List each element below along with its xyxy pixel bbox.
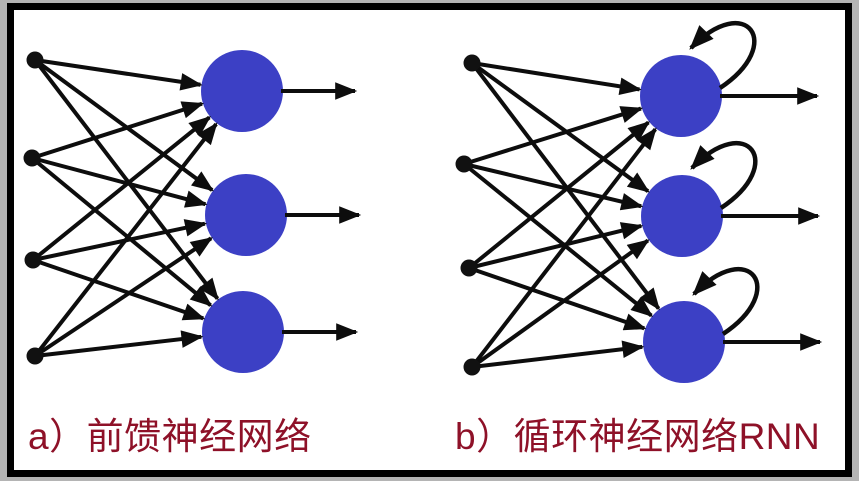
connection-arrow: [31, 156, 208, 208]
connection-arrow: [470, 127, 657, 369]
connection-arrow: [33, 236, 213, 358]
connection-arrow: [34, 330, 204, 358]
self-loop-arrow: [690, 141, 758, 210]
neuron-node: [640, 55, 722, 137]
connection-arrow: [463, 162, 644, 211]
connection-arrow: [471, 61, 642, 96]
connection-arrow: [462, 162, 654, 318]
connection-arrow: [470, 61, 661, 311]
connection-arrow: [31, 101, 205, 160]
neuron-node: [202, 291, 284, 373]
connection-arrow: [467, 120, 651, 270]
neuron-node: [205, 174, 287, 256]
panel-a-graph: [23, 50, 362, 373]
neuron-node: [201, 50, 283, 132]
input-dot: [463, 54, 481, 72]
connection-arrow: [463, 106, 644, 166]
connection-arrow: [470, 61, 650, 193]
connection-arrow: [468, 222, 644, 270]
connection-arrow: [470, 238, 650, 369]
caption-panel-a: a）前馈神经网络: [28, 416, 312, 457]
input-dot: [24, 251, 42, 269]
input-dot: [463, 358, 481, 376]
neuron-node: [643, 301, 725, 383]
connection-arrow: [32, 219, 208, 262]
self-loop-arrow: [692, 267, 760, 336]
connection-arrow: [468, 266, 647, 331]
input-dot: [455, 155, 473, 173]
connection-arrow: [32, 258, 206, 321]
neuron-node: [641, 175, 723, 257]
input-dot: [26, 51, 44, 69]
self-loop-arrow: [689, 21, 757, 90]
connection-arrow: [33, 58, 214, 192]
input-dot: [26, 347, 44, 365]
caption-panel-b: b）循环神经网络RNN: [455, 416, 821, 457]
connection-arrow: [30, 156, 213, 307]
connection-arrow: [33, 122, 218, 358]
input-dot: [460, 259, 478, 277]
connection-arrow: [471, 340, 645, 369]
connection-arrow: [31, 115, 212, 262]
panel-b-graph: [455, 21, 823, 383]
connection-arrow: [33, 58, 220, 301]
connection-arrow: [34, 58, 203, 91]
input-dot: [23, 149, 41, 167]
